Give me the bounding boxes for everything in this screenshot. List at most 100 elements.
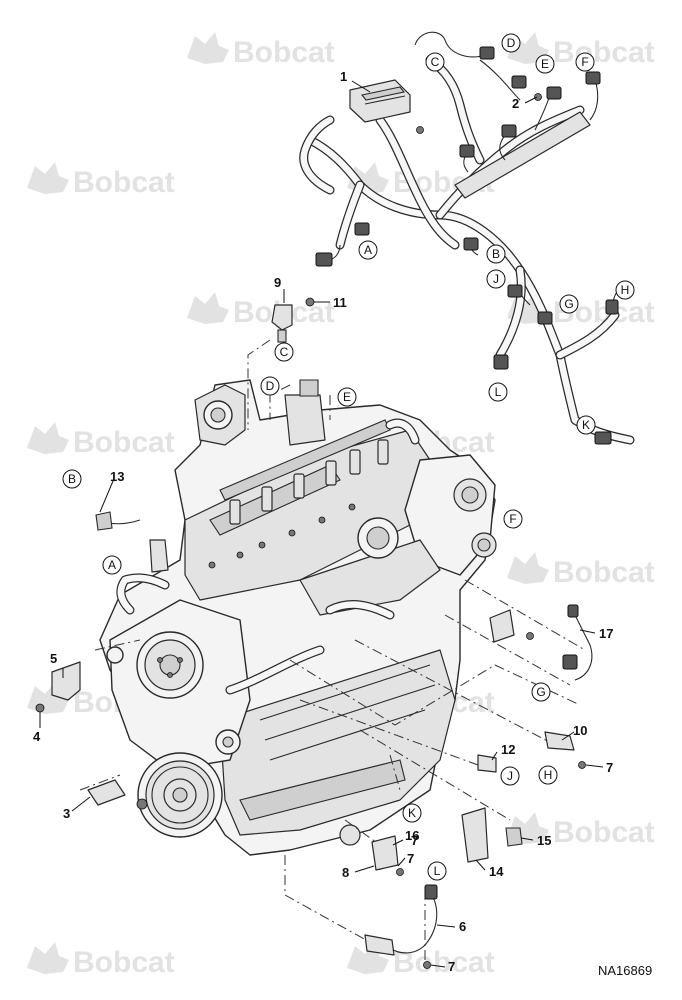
part-number-label: 10 xyxy=(573,723,587,738)
part-number-callouts: 1 2 3 4 5 6 7 7 7 7 8 9 10 11 12 13 14 1… xyxy=(33,69,613,974)
part-number-label: 9 xyxy=(274,275,281,290)
bobcat-logo-icon xyxy=(347,942,389,974)
part-number-label: 3 xyxy=(63,806,70,821)
connector-letter: A xyxy=(364,243,372,257)
bolt-icon xyxy=(35,703,45,713)
bolt-icon xyxy=(396,868,404,876)
bracket-14 xyxy=(461,807,489,863)
bolt-icon xyxy=(136,798,148,810)
part-number-label: 7 xyxy=(448,959,455,974)
watermark: Bobcat xyxy=(507,32,655,69)
harness-connectors xyxy=(315,46,619,445)
watermark: Bobcat xyxy=(27,162,175,199)
connector-letter: H xyxy=(621,283,630,297)
watermark: Bobcat xyxy=(507,812,655,849)
connector-letter: G xyxy=(536,685,545,699)
watermark-text: Bobcat xyxy=(553,556,655,589)
connector-letter: B xyxy=(492,247,500,261)
bolt-15 xyxy=(505,827,523,847)
connector-plug xyxy=(567,604,579,618)
watermark-text: Bobcat xyxy=(553,816,655,849)
connector-letter: C xyxy=(431,55,440,69)
bracket-5 xyxy=(51,661,81,701)
connector-plug xyxy=(315,252,333,267)
connector-plug xyxy=(459,144,475,158)
watermark-text: Bobcat xyxy=(553,36,655,69)
connector-plug xyxy=(585,71,601,85)
part-number-label: 15 xyxy=(537,833,551,848)
part-number-label: 8 xyxy=(342,865,349,880)
bobcat-logo-icon xyxy=(27,162,69,194)
part-number-label: 13 xyxy=(110,469,124,484)
watermark-text: Bobcat xyxy=(73,426,175,459)
connector-letter-callouts: A A B B C C D D E E F F G xyxy=(62,33,635,881)
part-number-label: 4 xyxy=(33,729,41,744)
connector-letter: K xyxy=(582,418,590,432)
bracket-16 xyxy=(371,835,399,871)
figure-code: NA16869 xyxy=(598,963,652,978)
watermark: Bobcat xyxy=(187,292,335,329)
part-number-label: 1 xyxy=(340,69,347,84)
connector-letter: J xyxy=(507,769,513,783)
connector-plug xyxy=(463,237,479,251)
connector-plug xyxy=(507,284,523,298)
connector-plug xyxy=(546,86,562,100)
watermark-text: Bobcat xyxy=(393,946,495,979)
part-number-label: 11 xyxy=(333,295,347,310)
bobcat-logo-icon xyxy=(27,422,69,454)
bobcat-logo-icon xyxy=(507,552,549,584)
connector-plug xyxy=(594,431,612,445)
part-number-label: 17 xyxy=(599,626,613,641)
bobcat-logo-icon xyxy=(187,32,229,64)
bolt-icon xyxy=(578,761,586,769)
watermark: Bobcat xyxy=(507,552,655,589)
bobcat-logo-icon xyxy=(187,292,229,324)
part-number-label: 16 xyxy=(405,828,419,843)
connector-letter: K xyxy=(408,806,416,820)
connector-plug xyxy=(424,884,438,900)
connector-plug xyxy=(511,75,527,89)
connector-plug xyxy=(562,654,578,670)
connector-plug xyxy=(605,299,619,315)
watermark: Bobcat xyxy=(187,32,335,69)
part-number-label: 2 xyxy=(512,96,519,111)
connector-plug xyxy=(537,311,553,325)
connector-letter: B xyxy=(68,472,76,486)
part-number-label: 7 xyxy=(407,851,414,866)
connector-letter: F xyxy=(581,55,588,69)
bolt-icon xyxy=(423,961,431,969)
part-number-label: 7 xyxy=(411,833,418,848)
connector-letter: G xyxy=(564,297,573,311)
connector-plug xyxy=(479,46,495,60)
leader-lines xyxy=(39,80,604,968)
engine-block xyxy=(95,379,497,856)
bobcat-logo-icon xyxy=(27,942,69,974)
connector-letter: L xyxy=(495,385,502,399)
watermark-text: Bobcat xyxy=(73,166,175,199)
watermark-text: Bobcat xyxy=(73,946,175,979)
connector-letter: C xyxy=(280,345,289,359)
sensor-9 xyxy=(271,297,315,343)
bolt-icon xyxy=(416,126,424,134)
connector-plug xyxy=(493,354,509,370)
connector-letter: D xyxy=(507,36,516,50)
connector-plug xyxy=(501,124,517,138)
watermark: Bobcat xyxy=(27,422,175,459)
connector-letter: D xyxy=(266,379,275,393)
bracket-3 xyxy=(87,779,126,806)
bolt-icon xyxy=(526,632,534,640)
connector-letter: F xyxy=(509,512,516,526)
connector-plug xyxy=(354,222,370,236)
watermark: Bobcat xyxy=(507,292,655,329)
connector-letter: A xyxy=(108,558,116,572)
connector-letter: E xyxy=(343,390,351,404)
part-number-label: 6 xyxy=(459,919,466,934)
bolt-icon xyxy=(534,93,542,101)
harness-module xyxy=(349,79,411,123)
head-bolts xyxy=(208,503,356,569)
connector-letter: H xyxy=(544,768,553,782)
watermark: Bobcat xyxy=(27,942,175,979)
part-number-label: 5 xyxy=(50,651,57,666)
connector-letter: J xyxy=(493,272,499,286)
watermark: Bobcat xyxy=(347,942,495,979)
